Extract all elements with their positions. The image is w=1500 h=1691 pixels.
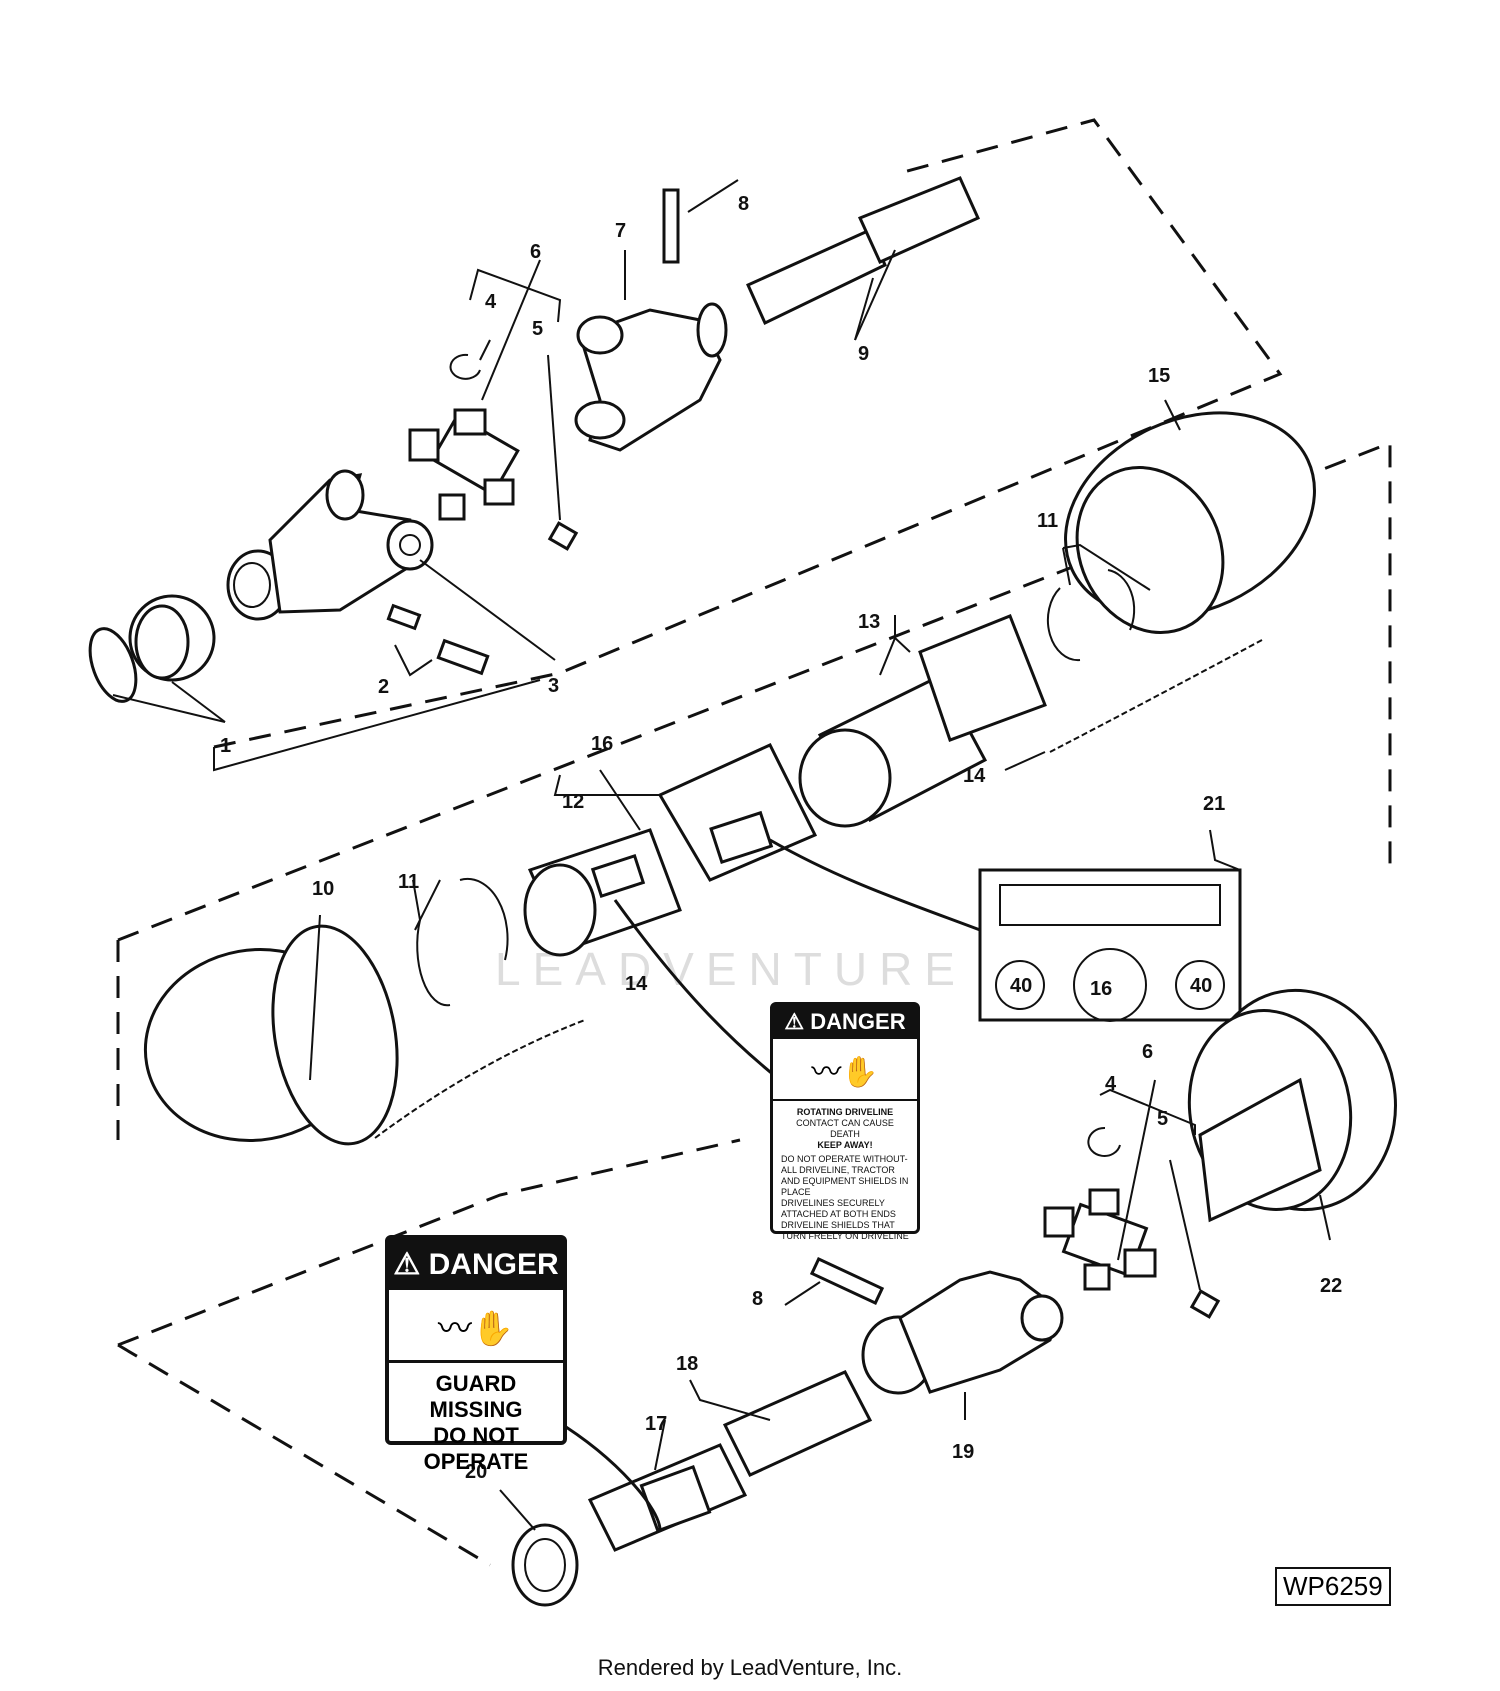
part-5-grease-fitting [547, 521, 579, 551]
callout-21: 21 [1203, 793, 1225, 815]
upper-dash-outline [213, 118, 1283, 749]
warning-triangle-icon: ⚠ [393, 1248, 421, 1281]
danger-label-2-pictogram: 〰✋ [389, 1290, 563, 1363]
callout-4-lower: 4 [1105, 1073, 1117, 1095]
part-7-yoke [574, 302, 728, 452]
callout-16: 16 [591, 733, 613, 755]
callout-8-lower: 8 [752, 1288, 763, 1310]
danger-label-rotating-driveline: ⚠ DANGER 〰✋ ROTATING DRIVELINE CONTACT C… [770, 1002, 920, 1241]
part-19-yoke [861, 1270, 1064, 1395]
danger-label-guard-missing: ⚠ DANGER 〰✋ GUARD MISSING DO NOT OPERATE [385, 1235, 567, 1474]
callout-11-right: 11 [1037, 510, 1058, 532]
figure-id: WP6259 [1275, 1567, 1391, 1606]
callout-19: 19 [952, 1441, 974, 1463]
danger-label-2-line2: DO NOT OPERATE [423, 1423, 529, 1474]
callout-5: 5 [532, 318, 543, 340]
part-11-left-ring [416, 919, 451, 1007]
part-6-cross-journal [408, 408, 520, 521]
part-14-chain-left [374, 1019, 586, 1139]
callout-17: 17 [645, 1413, 667, 1435]
part-4-lower-snap-ring [1087, 1126, 1121, 1157]
part-8-pin [662, 188, 680, 264]
danger-label-1-line3: KEEP AWAY! [817, 1140, 873, 1150]
part-2-bolts [386, 603, 490, 676]
callout-14-left: 14 [625, 973, 648, 995]
part-18-inner-tube [587, 1370, 873, 1552]
danger-label-1-line1: ROTATING DRIVELINE [796, 1107, 894, 1117]
callout-5-lower: 5 [1157, 1108, 1168, 1130]
callout-14-right: 14 [963, 765, 986, 787]
danger-label-2-line1: GUARD MISSING [429, 1371, 523, 1422]
part-12-inner-guard-tube [523, 828, 682, 957]
lower-dash-outline [117, 1138, 741, 1347]
callout-18: 18 [676, 1353, 698, 1375]
callout-6: 6 [530, 241, 541, 263]
callout-12: 12 [562, 791, 584, 813]
decal-21-left-value: 40 [1010, 975, 1032, 997]
part-13-outer-tube [798, 614, 1047, 828]
callout-3: 3 [548, 675, 559, 697]
footer-credit: Rendered by LeadVenture, Inc. [597, 1655, 903, 1680]
decal-21-right-circle [1175, 960, 1225, 1010]
callout-22: 22 [1320, 1275, 1342, 1297]
part-22-clutch-yoke [1187, 988, 1397, 1223]
part-5-lower-grease-fitting [1189, 1289, 1221, 1319]
part-14-chain [1049, 639, 1263, 753]
callout-20: 20 [465, 1461, 487, 1483]
part-11-bearing-ring [1046, 587, 1081, 662]
callout-13: 13 [858, 611, 880, 633]
callout-1: 1 [220, 735, 231, 757]
danger-label-1-header: ⚠ DANGER [773, 1005, 917, 1039]
part-16-outer-guard-tube [657, 743, 818, 882]
callout-7: 7 [615, 220, 626, 242]
part-6-lower-cross-journal [1043, 1188, 1157, 1291]
decal-21-center-value: 16 [1090, 978, 1112, 1000]
callout-2: 2 [378, 676, 389, 698]
warning-triangle-icon: ⚠ [784, 1009, 805, 1034]
danger-label-1-line4: DO NOT OPERATE WITHOUT- [781, 1154, 908, 1164]
part-15-shield-cone [1064, 411, 1316, 635]
danger-label-1-pictogram: 〰✋ [773, 1039, 917, 1101]
part-10-shield-cone [143, 924, 399, 1146]
callout-4: 4 [485, 291, 497, 313]
part-11-left-ring-b [459, 877, 509, 961]
leader-lines [112, 179, 1331, 1531]
callout-10: 10 [312, 878, 334, 900]
callout-11-left: 11 [398, 871, 419, 893]
danger-label-1-bullet-1: ALL DRIVELINE, TRACTOR AND EQUIPMENT SHI… [781, 1165, 909, 1197]
part-1-snap-ring-bearing [88, 594, 216, 703]
part-20-end-cap [511, 1523, 579, 1607]
danger-label-1-bullet-2: DRIVELINES SECURELY ATTACHED AT BOTH END… [781, 1198, 896, 1219]
callout-numbers: 1 2 3 4 5 6 7 8 9 10 11 11 12 13 14 14 1… [220, 193, 1342, 1483]
callout-6-lower: 6 [1142, 1041, 1153, 1063]
decal-21-left-circle [995, 960, 1045, 1010]
callout-15: 15 [1148, 365, 1170, 387]
decal-21-center-circle [1073, 948, 1147, 1022]
part-4-snap-ring [449, 353, 481, 380]
part-21-decal-frame [978, 868, 1242, 1022]
part-17-decal [639, 1464, 712, 1533]
decal-21-shaft [999, 884, 1221, 926]
danger-label-1-bullet-3: DRIVELINE SHIELDS THAT TURN FREELY ON DR… [781, 1220, 909, 1241]
danger-label-1-line2: CONTACT CAN CAUSE DEATH [796, 1118, 894, 1139]
callout-8: 8 [738, 193, 749, 215]
danger-label-2-header: ⚠ DANGER [389, 1239, 563, 1290]
part-8-lower-pin [809, 1256, 885, 1306]
callout-9: 9 [858, 343, 869, 365]
part-9-inner-tube [746, 176, 980, 326]
part-11-bearing-ring-b [1107, 569, 1136, 631]
decal-21-right-value: 40 [1190, 975, 1212, 997]
lower-left-dash-outline [117, 1343, 491, 1567]
part-3-yoke [226, 469, 434, 621]
